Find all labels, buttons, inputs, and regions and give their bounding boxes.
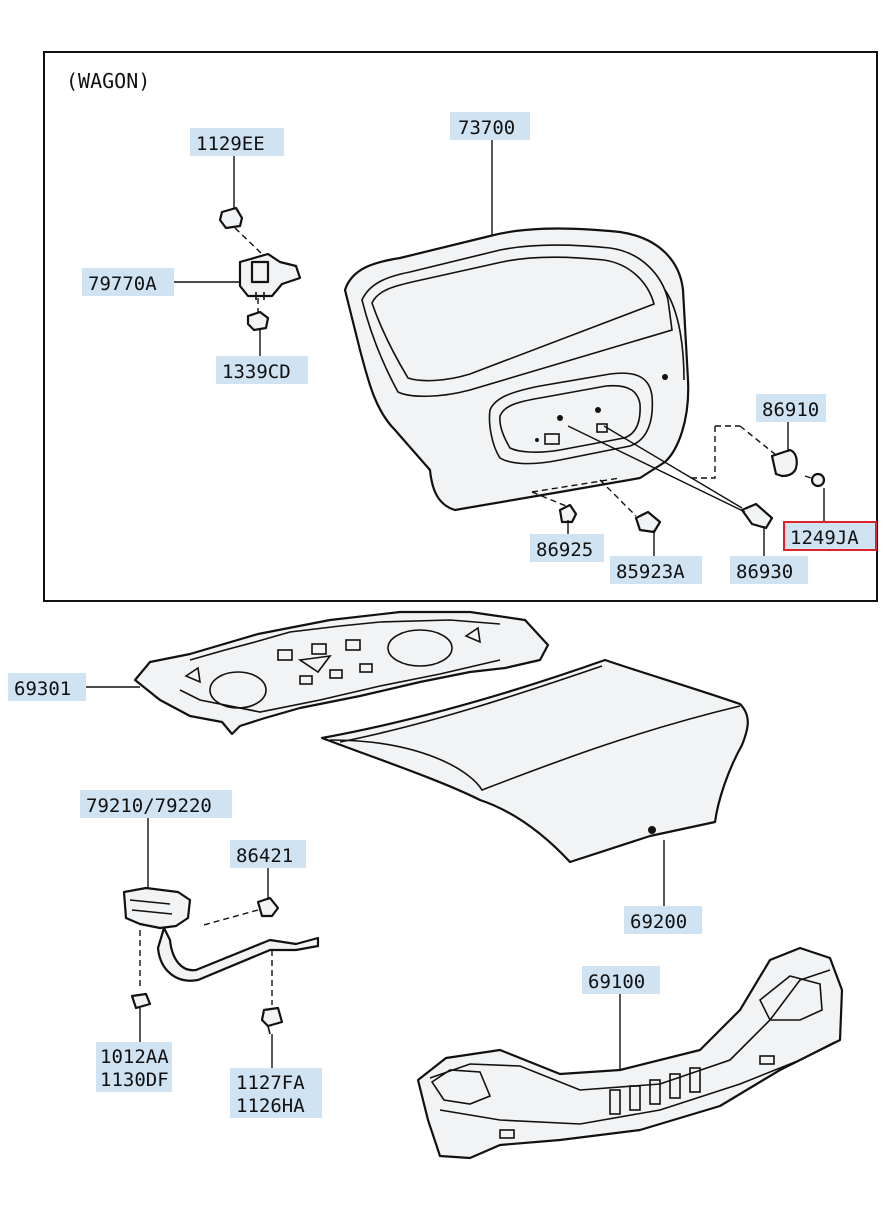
label-1249JA: 1249JA xyxy=(790,527,859,549)
label-1012AA: 1012AA xyxy=(100,1046,169,1068)
rear-panel-69100-drawing xyxy=(416,946,844,1160)
label-bg-86910 xyxy=(756,394,826,422)
label-69100: 69100 xyxy=(588,971,645,993)
label-86925: 86925 xyxy=(536,539,593,561)
label-69200: 69200 xyxy=(630,911,687,933)
label-1129EE: 1129EE xyxy=(196,133,265,155)
label-1127FA: 1127FA xyxy=(236,1072,305,1094)
label-1126HA: 1126HA xyxy=(236,1095,305,1117)
label-bg-69100 xyxy=(582,966,660,994)
label-bg-79770A xyxy=(82,268,174,296)
label-bg-1249JA xyxy=(783,521,877,551)
label-bg-85923A xyxy=(610,556,702,584)
clip-86925-drawing xyxy=(531,477,621,524)
label-bg-79210 xyxy=(80,790,232,818)
label-86910: 86910 xyxy=(762,399,819,421)
bolt-1129EE-drawing xyxy=(218,206,263,255)
bolt-1127FA-drawing xyxy=(260,950,284,1035)
screw-85923A-drawing xyxy=(599,479,662,534)
label-bg-86421 xyxy=(230,840,306,868)
label-85923A: 85923A xyxy=(616,561,685,583)
label-86421: 86421 xyxy=(236,845,293,867)
label-bg-1129EE xyxy=(190,128,284,156)
label-bg-69301 xyxy=(8,673,86,701)
tailgate-73700-drawing xyxy=(343,227,690,512)
trunk-lid-69200-drawing xyxy=(320,658,749,864)
bumper-86930-drawing xyxy=(567,425,774,530)
hinge-79770A-drawing xyxy=(238,252,302,300)
label-86930: 86930 xyxy=(736,561,793,583)
bumper-86910-drawing xyxy=(690,425,798,479)
label-bg-1012AA xyxy=(96,1042,172,1092)
label-bg-69200 xyxy=(624,906,702,934)
label-1339CD: 1339CD xyxy=(222,361,291,383)
label-bg-86930 xyxy=(730,556,808,584)
wagon-section-title: (WAGON) xyxy=(66,69,150,93)
label-bg-86925 xyxy=(530,534,604,562)
label-79210: 79210/79220 xyxy=(86,795,212,817)
package-tray-69301-drawing xyxy=(133,610,550,736)
wagon-section-frame xyxy=(43,51,878,602)
screw-1249JA-drawing xyxy=(804,472,826,488)
bolt-1012AA-drawing xyxy=(130,930,152,1010)
bumper-86421-drawing xyxy=(199,896,280,927)
label-bg-1127FA xyxy=(230,1068,322,1118)
label-79770A: 79770A xyxy=(88,273,157,295)
label-69301: 69301 xyxy=(14,678,71,700)
label-1130DF: 1130DF xyxy=(100,1069,169,1091)
label-bg-1339CD xyxy=(216,356,308,384)
label-73700: 73700 xyxy=(458,117,515,139)
latch-79210-drawing xyxy=(122,886,320,982)
nut-1339CD-drawing xyxy=(246,298,270,332)
label-bg-73700 xyxy=(450,112,530,140)
